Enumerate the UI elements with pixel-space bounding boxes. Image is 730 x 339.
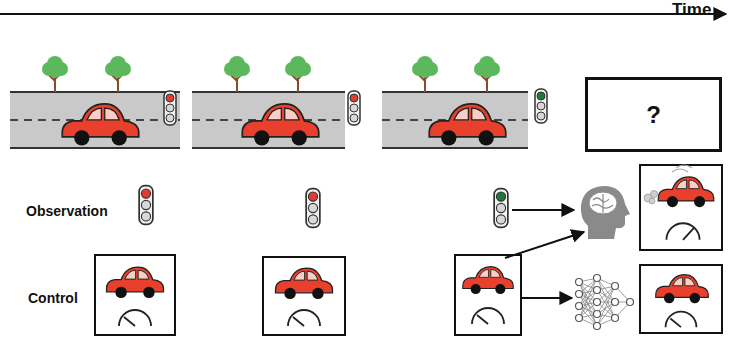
road bbox=[192, 92, 345, 148]
network-neurons bbox=[576, 275, 634, 330]
control-box bbox=[455, 255, 521, 335]
car bbox=[656, 275, 709, 304]
speedometer-fast bbox=[666, 223, 699, 240]
road-edge bbox=[192, 91, 345, 93]
road-scene bbox=[192, 56, 360, 148]
prediction-frame bbox=[640, 265, 722, 333]
prediction-box bbox=[640, 265, 722, 333]
tree bbox=[285, 56, 311, 92]
brain-folds bbox=[592, 194, 613, 213]
speedometer bbox=[472, 308, 504, 324]
tree bbox=[474, 56, 500, 92]
road-edge bbox=[10, 91, 180, 93]
observation-traffic-light bbox=[139, 186, 153, 225]
car bbox=[658, 177, 714, 207]
road-edge bbox=[10, 147, 180, 149]
neural-network-icon bbox=[576, 275, 634, 330]
car bbox=[463, 267, 513, 294]
road bbox=[10, 92, 180, 148]
exhaust-smoke bbox=[644, 191, 658, 205]
prediction-box bbox=[640, 165, 722, 250]
control-box bbox=[263, 257, 345, 335]
traffic-light-red bbox=[164, 91, 176, 125]
traffic-light-green bbox=[535, 89, 547, 123]
brain bbox=[589, 192, 617, 214]
prediction-frame bbox=[640, 165, 722, 250]
car bbox=[276, 268, 333, 299]
car bbox=[242, 104, 319, 146]
road-edge bbox=[382, 147, 528, 149]
road bbox=[382, 92, 528, 148]
control-frame bbox=[95, 255, 175, 335]
speedometer bbox=[119, 310, 151, 326]
speedometer bbox=[666, 312, 697, 327]
car bbox=[107, 267, 164, 298]
car bbox=[429, 104, 506, 146]
tree bbox=[105, 56, 131, 92]
road-scene bbox=[10, 56, 180, 148]
input-arrow bbox=[521, 297, 572, 299]
control-frame bbox=[263, 257, 345, 335]
row-label: Control bbox=[28, 290, 78, 306]
control-box bbox=[95, 255, 175, 335]
head-silhouette bbox=[581, 186, 630, 239]
observation-traffic-light bbox=[306, 189, 320, 228]
input-arrow bbox=[505, 232, 584, 258]
node-text: ? bbox=[646, 101, 661, 129]
road-edge bbox=[192, 147, 345, 149]
tree bbox=[412, 56, 438, 92]
input-arrow bbox=[512, 209, 574, 211]
motion-lines bbox=[672, 165, 692, 172]
tree bbox=[224, 56, 250, 92]
time-axis-arrow bbox=[0, 13, 726, 15]
row-label: Observation bbox=[26, 203, 108, 219]
unknown-outcome-box: ? bbox=[585, 77, 722, 152]
network-links bbox=[579, 278, 630, 326]
tree bbox=[42, 56, 68, 92]
control-frame bbox=[455, 255, 521, 335]
human-head-icon bbox=[581, 186, 630, 239]
road-edge bbox=[382, 91, 528, 93]
speedometer bbox=[288, 310, 320, 326]
observation-traffic-light bbox=[494, 189, 508, 228]
traffic-light-red bbox=[348, 91, 360, 125]
road-scene bbox=[382, 56, 547, 148]
car bbox=[62, 104, 139, 146]
axis-label: Time bbox=[672, 0, 711, 20]
